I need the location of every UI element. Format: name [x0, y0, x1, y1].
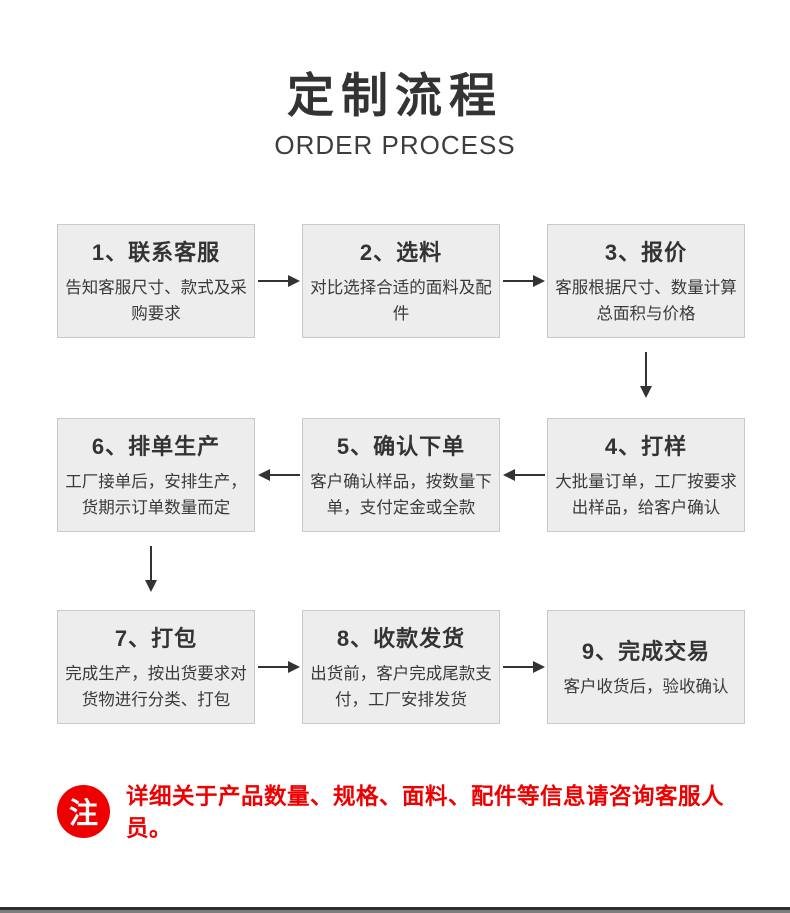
step-title: 4、打样	[604, 433, 688, 459]
step-body: 客户确认样品，按数量下单，支付定金或全款	[310, 472, 492, 517]
step-body: 出货前，客户完成尾款支付，工厂安排发货	[310, 664, 492, 709]
note: 注 详细关于产品数量、规格、面料、配件等信息请咨询客服人员。	[57, 779, 747, 843]
note-text: 详细关于产品数量、规格、面料、配件等信息请咨询客服人员。	[126, 784, 725, 841]
step-box-8: 8、收款发货 出货前，客户完成尾款支付，工厂安排发货	[302, 610, 500, 724]
step-title: 2、选料	[359, 239, 443, 265]
page-header: 定制流程 ORDER PROCESS	[0, 68, 790, 161]
arrow-right-icon	[258, 660, 300, 674]
step-title: 6、排单生产	[91, 433, 221, 459]
step-body: 工厂接单后，安排生产，货期示订单数量而定	[65, 472, 247, 517]
step-title: 7、打包	[114, 625, 198, 651]
step-box-5: 5、确认下单 客户确认样品，按数量下单，支付定金或全款	[302, 418, 500, 532]
step-title: 3、报价	[604, 239, 688, 265]
page-title: 定制流程	[287, 69, 503, 122]
step-box-3: 3、报价 客服根据尺寸、数量计算总面积与价格	[547, 224, 745, 338]
step-box-2: 2、选料 对比选择合适的面料及配件	[302, 224, 500, 338]
arrow-right-icon	[503, 660, 545, 674]
page-subtitle: ORDER PROCESS	[274, 130, 516, 161]
arrow-left-icon	[258, 468, 300, 482]
step-box-6: 6、排单生产 工厂接单后，安排生产，货期示订单数量而定	[57, 418, 255, 532]
step-title: 1、联系客服	[91, 239, 221, 265]
arrow-down-icon	[639, 352, 653, 398]
step-box-4: 4、打样 大批量订单，工厂按要求出样品，给客户确认	[547, 418, 745, 532]
arrow-right-icon	[258, 274, 300, 288]
step-title: 5、确认下单	[336, 433, 466, 459]
step-title: 8、收款发货	[336, 625, 466, 651]
step-body: 客服根据尺寸、数量计算总面积与价格	[555, 278, 737, 323]
step-title: 9、完成交易	[581, 638, 711, 664]
step-body: 客户收货后，验收确认	[563, 677, 729, 696]
section-divider	[0, 907, 790, 913]
arrow-left-icon	[503, 468, 545, 482]
step-box-1: 1、联系客服 告知客服尺寸、款式及采购要求	[57, 224, 255, 338]
step-body: 告知客服尺寸、款式及采购要求	[65, 278, 247, 323]
step-body: 大批量订单，工厂按要求出样品，给客户确认	[555, 472, 737, 517]
arrow-right-icon	[503, 274, 545, 288]
step-box-9: 9、完成交易 客户收货后，验收确认	[547, 610, 745, 724]
note-badge-icon: 注	[57, 784, 110, 838]
step-body: 对比选择合适的面料及配件	[310, 278, 492, 323]
arrow-down-icon	[144, 546, 158, 592]
step-box-7: 7、打包 完成生产，按出货要求对货物进行分类、打包	[57, 610, 255, 724]
step-body: 完成生产，按出货要求对货物进行分类、打包	[65, 664, 247, 709]
